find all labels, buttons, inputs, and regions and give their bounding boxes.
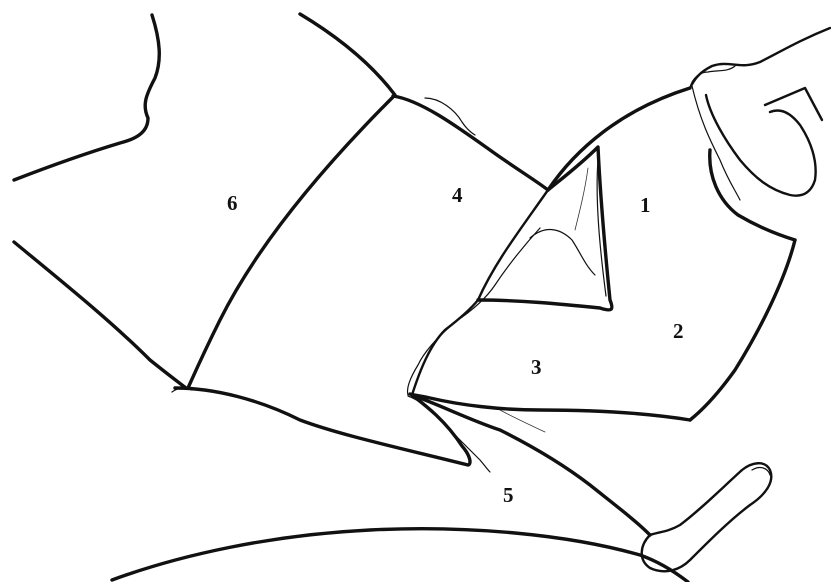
bottom-right-tube-cap: [752, 468, 770, 475]
region-5-lower-border: [412, 395, 650, 535]
region-label-2: 2: [673, 319, 684, 343]
top-right-structure-outline: [690, 28, 830, 88]
region-label-6: 6: [227, 191, 238, 215]
region-4-top-border: [393, 96, 548, 190]
divider-6-4: [188, 97, 393, 388]
top-right-box: [765, 88, 822, 120]
region-2-right-border: [690, 240, 795, 420]
top-right-frayed-edge: [690, 66, 735, 88]
region-1-inner-triangle: [478, 147, 612, 310]
top-right-structure-lower: [706, 95, 816, 196]
region-2-3-bottom-border: [410, 394, 690, 420]
region-3-left-membrane: [407, 228, 540, 395]
region-label-1: 1: [640, 193, 651, 217]
region-1-triangle-membrane: [530, 230, 595, 275]
region-6-top-border: [300, 14, 395, 95]
bottom-arc: [112, 529, 688, 582]
region-5-fine-line: [500, 410, 545, 432]
region-label-4: 4: [452, 183, 463, 207]
top-left-contour: [14, 15, 159, 180]
region-1-right-border: [710, 150, 795, 240]
bottom-right-tube: [642, 463, 772, 571]
region-label-5: 5: [503, 483, 514, 507]
region-4-top-membrane: [425, 98, 475, 135]
region-1-fine-line: [575, 168, 588, 230]
region-3-left-contour: [412, 190, 548, 395]
region-label-3: 3: [531, 355, 542, 379]
region-6-left-border: [14, 242, 186, 388]
